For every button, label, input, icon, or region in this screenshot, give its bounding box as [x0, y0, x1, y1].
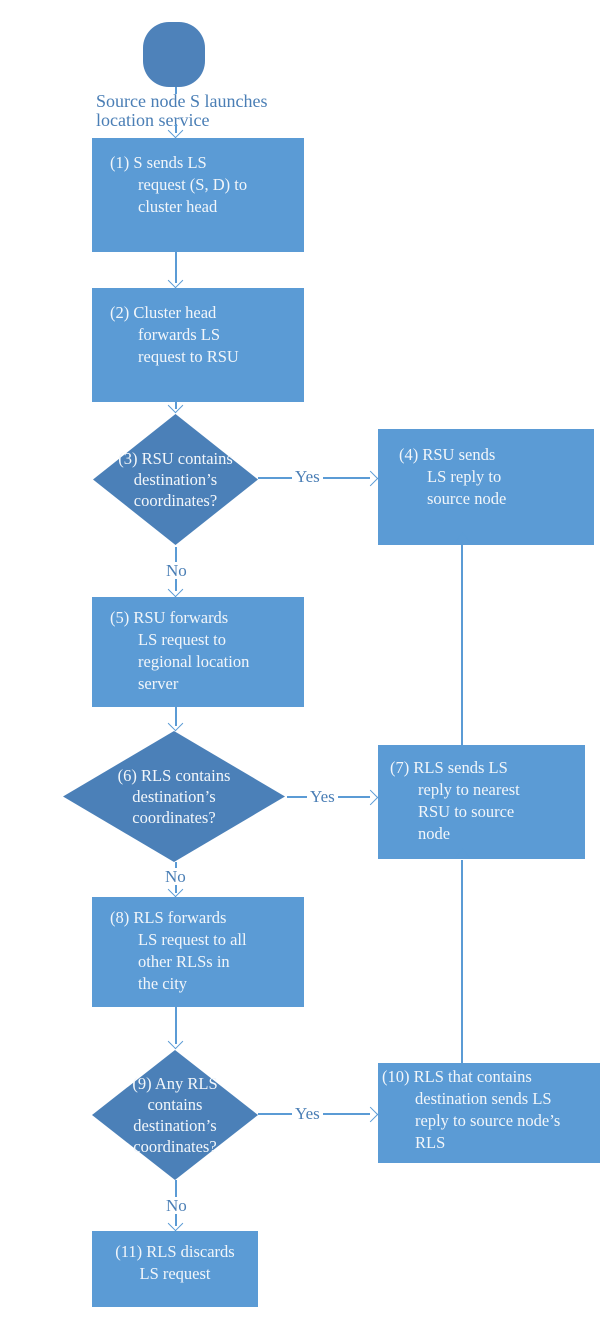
arrow-right-icon: [362, 470, 379, 487]
connector-line: [175, 124, 177, 133]
node-3-decision-text: (3) RSU contains destination’s coordinat…: [118, 449, 233, 510]
connector-line: [175, 238, 177, 283]
node-6-decision-text: (6) RLS contains destination’s coordinat…: [117, 766, 231, 827]
arrow-down-icon: [167, 272, 184, 289]
branch-label-yes: Yes: [307, 788, 338, 805]
start-terminator-shape: [143, 22, 205, 87]
arrow-down-icon: [167, 581, 184, 598]
node-5-process: (5) RSU forwards LS request to regional …: [92, 597, 304, 707]
branch-label-no: No: [163, 1197, 190, 1214]
arrow-down-icon: [167, 715, 184, 732]
connector-line: [461, 860, 463, 1063]
branch-label-yes: Yes: [292, 1105, 323, 1122]
connector-line: [175, 388, 177, 409]
arrow-right-icon: [362, 1106, 379, 1123]
start-caption: Source node S launches location service: [96, 91, 268, 130]
connector-line: [175, 87, 177, 94]
node-1-process: (1) S sends LS request (S, D) to cluster…: [92, 138, 304, 252]
branch-label-no: No: [163, 562, 190, 579]
connector-line: [461, 545, 463, 746]
node-2-process: (2) Cluster head forwards LS request to …: [92, 288, 304, 402]
branch-label-yes: Yes: [292, 468, 323, 485]
arrow-down-icon: [167, 1215, 184, 1232]
connector-line: [175, 997, 177, 1044]
node-8-process: (8) RLS forwards LS request to all other…: [92, 897, 304, 1007]
node-4-process: (4) RSU sends LS reply to source node: [378, 429, 594, 545]
arrow-down-icon: [167, 1033, 184, 1050]
node-9-decision-text: (9) Any RLS contains destination’s coord…: [132, 1074, 218, 1156]
connector-line: [175, 697, 177, 726]
node-7-process: (7) RLS sends LS reply to nearest RSU to…: [378, 745, 585, 859]
node-11-process: (11) RLS discards LS request: [92, 1231, 258, 1307]
arrow-right-icon: [362, 789, 379, 806]
node-10-process: (10) RLS that contains destination sends…: [378, 1063, 600, 1163]
branch-label-no: No: [162, 868, 189, 885]
